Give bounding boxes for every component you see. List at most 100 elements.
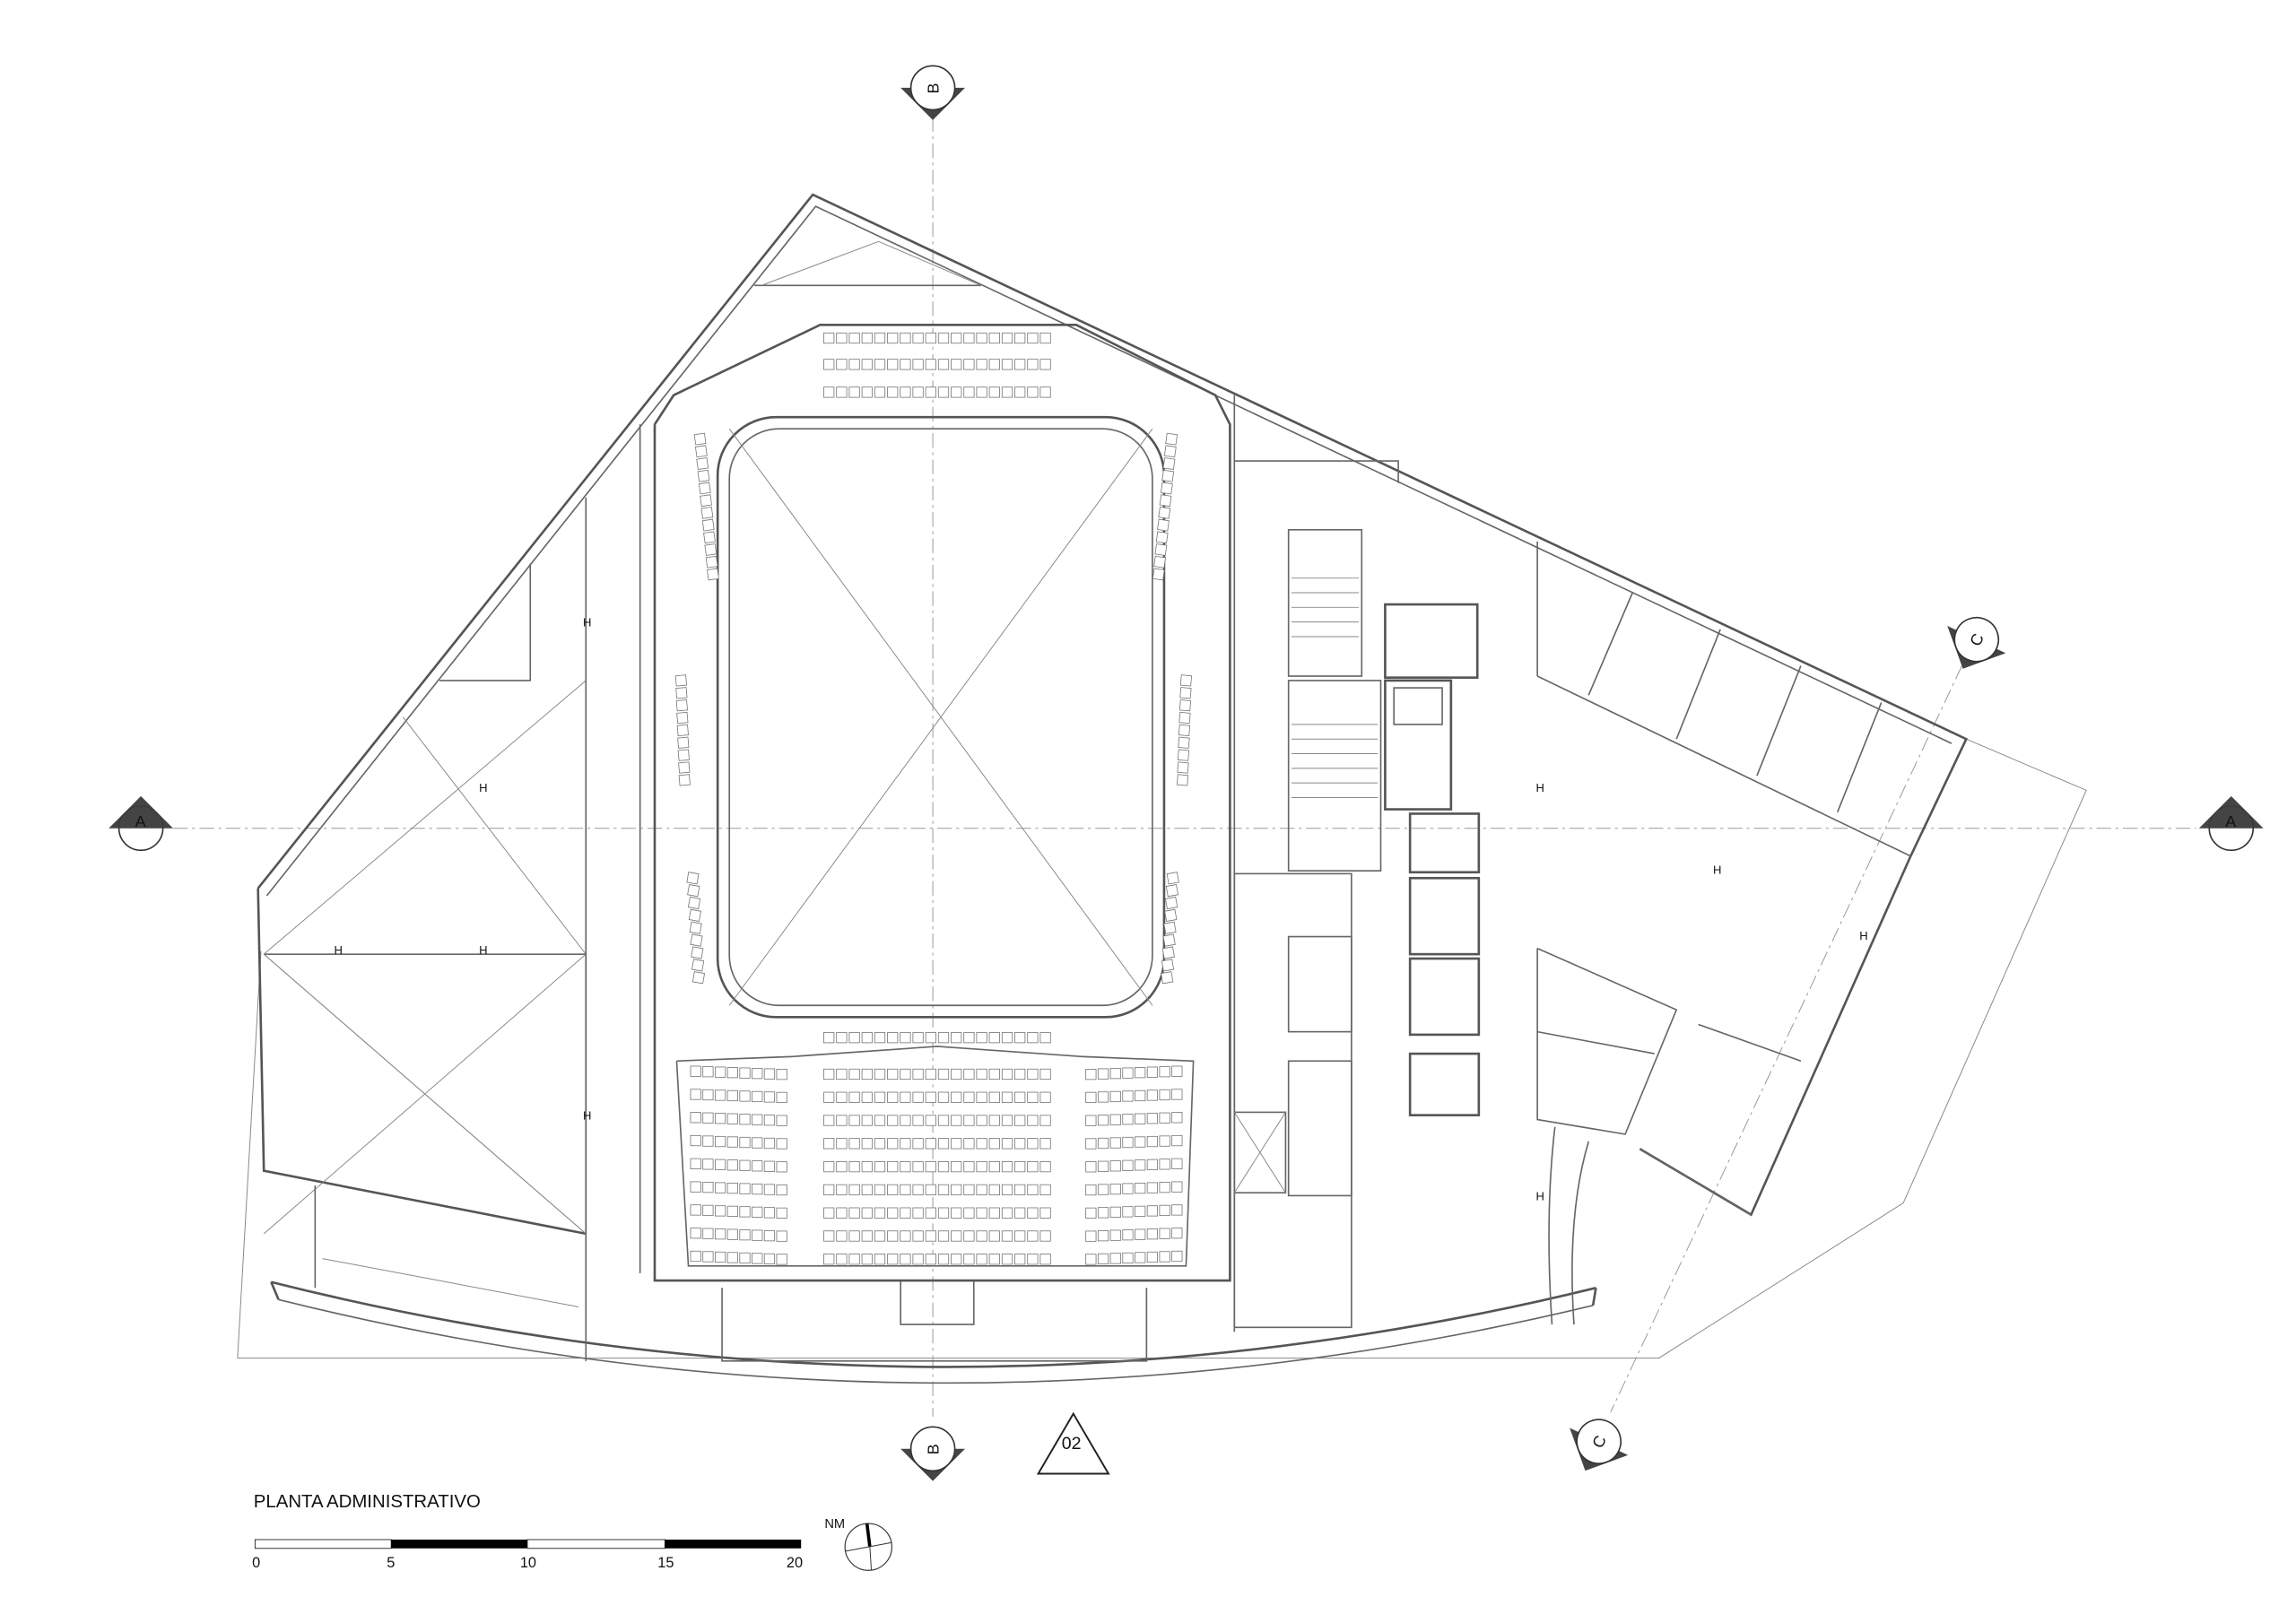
seat [1027, 386, 1039, 398]
seat [776, 1091, 787, 1104]
section-marker-c-top: C [1947, 616, 2006, 669]
seat [861, 359, 873, 370]
seat [900, 386, 911, 398]
seat [887, 1068, 899, 1081]
svg-text:A: A [2225, 812, 2236, 830]
seat [1161, 971, 1174, 985]
seat [1165, 896, 1178, 910]
seat [988, 1138, 1000, 1150]
seat [702, 1228, 714, 1239]
seat [1122, 1159, 1134, 1171]
room-mark: H [479, 781, 487, 794]
seat [1179, 687, 1192, 699]
seat [1122, 1206, 1134, 1218]
seat [1085, 1069, 1097, 1081]
seat [702, 1066, 714, 1078]
seat [702, 1182, 714, 1193]
seat [1177, 749, 1190, 761]
seat [1166, 872, 1179, 885]
seat [1085, 1230, 1097, 1242]
seat [874, 386, 886, 398]
seat [976, 1184, 987, 1196]
seat [1027, 359, 1039, 370]
seat [677, 736, 690, 749]
seat [861, 386, 873, 398]
seat [1153, 555, 1166, 568]
seat [763, 1184, 776, 1195]
seat [1001, 1068, 1013, 1081]
seat [823, 1091, 835, 1103]
seat [1109, 1160, 1121, 1172]
seat [739, 1229, 751, 1241]
seat [900, 1032, 911, 1044]
seat [1122, 1252, 1134, 1264]
seat [691, 946, 704, 959]
seat [1171, 1134, 1183, 1147]
seat [848, 386, 860, 398]
scale-tick: 0 [252, 1555, 260, 1571]
seat [887, 1207, 899, 1219]
seat [900, 359, 911, 370]
seat [1171, 1065, 1183, 1077]
seat [823, 1184, 835, 1196]
seat [823, 386, 835, 398]
seat [763, 1068, 776, 1080]
seat [937, 1230, 950, 1242]
seat [823, 1160, 835, 1173]
seat [912, 332, 924, 344]
seat [937, 1184, 950, 1196]
seat [696, 457, 709, 470]
seat [1097, 1091, 1109, 1103]
seat [937, 1254, 950, 1265]
seat [1014, 1230, 1026, 1242]
seat [900, 1091, 911, 1103]
seat [848, 359, 860, 370]
section-axis-c [1610, 665, 1962, 1413]
seat [690, 1112, 701, 1124]
seat [674, 674, 687, 687]
seat [874, 1184, 886, 1196]
seat [763, 1230, 776, 1242]
seat [912, 1230, 924, 1242]
seat [1027, 1230, 1039, 1242]
seat [1163, 921, 1177, 934]
seat [714, 1228, 726, 1240]
seat [701, 518, 715, 532]
svg-text:02: 02 [1062, 1434, 1082, 1454]
seat [1135, 1159, 1146, 1171]
seat [988, 1230, 1000, 1242]
seat [726, 1228, 738, 1240]
seat [963, 1160, 975, 1173]
seat [887, 1184, 899, 1196]
seat [1014, 1184, 1026, 1196]
seat [726, 1205, 738, 1218]
seat [887, 1230, 899, 1242]
seat [912, 359, 924, 370]
seat [1146, 1089, 1159, 1101]
seat [1162, 933, 1176, 947]
seat [726, 1067, 738, 1079]
seat [1039, 1032, 1051, 1044]
seat [752, 1229, 763, 1241]
seat [1027, 332, 1039, 344]
seat [678, 761, 691, 774]
seat [900, 1184, 911, 1196]
seat [848, 1254, 860, 1265]
seat [887, 1091, 899, 1103]
seat [1164, 908, 1178, 922]
room-mark: H [479, 943, 487, 957]
seat [776, 1207, 787, 1219]
seat [874, 1254, 886, 1265]
seat [1159, 1251, 1170, 1263]
seat [752, 1114, 763, 1125]
seat [874, 1230, 886, 1242]
seat [1039, 1068, 1051, 1081]
seat [703, 531, 716, 544]
seat [714, 1113, 726, 1124]
seat [937, 1091, 950, 1103]
seat [1001, 1091, 1013, 1103]
seat [675, 687, 688, 699]
seat [912, 1207, 924, 1219]
seat [951, 1115, 962, 1126]
